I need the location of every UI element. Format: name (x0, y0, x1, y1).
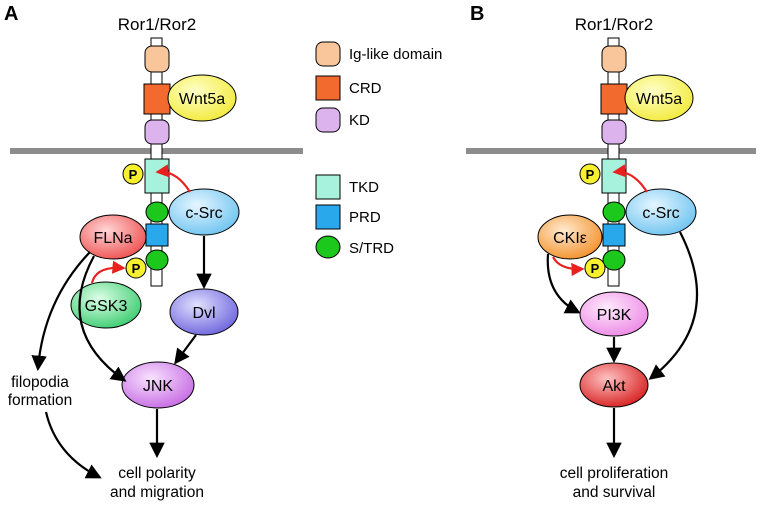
csrc-label-a: c-Src (185, 205, 222, 222)
legend-swatch-crd (315, 75, 341, 101)
phospho-tkd-label-b: P (586, 167, 595, 182)
wnt5a-label-b: Wnt5a (636, 91, 682, 108)
legend-swatch-prd (315, 204, 341, 230)
proliferation-label-line1: cell proliferation (560, 465, 669, 482)
panel-a-letter: A (4, 3, 18, 25)
ckie-node-b (537, 214, 603, 260)
legend-swatch-tkd (315, 174, 341, 200)
proliferation-label-line2: and survival (573, 484, 656, 501)
prd-domain-a (145, 223, 169, 247)
wnt5a-node-a (167, 74, 237, 122)
legend-label-crd: CRD (349, 80, 382, 97)
phospho-strd-label-a: P (132, 261, 141, 276)
panel-b-letter: B (470, 3, 484, 25)
dvl-label-a: Dvl (192, 305, 215, 322)
legend-label-kd: KD (349, 112, 370, 129)
filopodia-polarity-arrow (44, 411, 102, 479)
legend-label-tkd: TKD (349, 179, 379, 196)
csrc-phospho-arrow-b (612, 164, 648, 193)
strd-domain-a-lower (145, 249, 169, 271)
flna-jnk-arrow (78, 255, 127, 382)
crd-domain-a (143, 83, 171, 115)
pi3k-node-b (579, 291, 649, 337)
dvl-jnk-arrow (174, 334, 197, 365)
panel-b: B Ror1/Ror2 Wnt5a P P c-Src CKIε PI3K Ak… (466, 3, 756, 501)
phospho-strd-a (125, 257, 147, 279)
legend-label-strd: S/TRD (349, 240, 394, 257)
csrc-akt-arrow (648, 231, 699, 380)
legend-label-ig-like: Ig-like domain (349, 46, 442, 63)
gsk3-label-a: GSK3 (85, 298, 128, 315)
jnk-label-a: JNK (143, 378, 174, 395)
akt-label-b: Akt (602, 378, 626, 395)
panel-a: A Ror1/Ror2 Wnt5a P P c-Src FLNa GSK3 (4, 3, 303, 501)
flna-label-a: FLNa (93, 230, 132, 247)
csrc-node-b (625, 188, 697, 236)
flna-filopodia-arrow (31, 251, 91, 372)
prd-domain-b (602, 223, 626, 247)
gsk3-node-a (70, 281, 142, 329)
filopodia-label-line2: formation (8, 392, 73, 409)
wnt5a-label-a: Wnt5a (179, 91, 225, 108)
tkd-domain-b (601, 158, 627, 194)
csrc-label-b: c-Src (642, 205, 679, 222)
wnt5a-node-b (624, 74, 694, 122)
gsk3-phospho-arrow-a (90, 260, 126, 284)
phospho-strd-label-b: P (591, 261, 600, 276)
panel-a-title: Ror1/Ror2 (118, 15, 196, 34)
strd-domain-a-upper (145, 201, 169, 223)
crd-domain-b (600, 83, 628, 115)
strd-domain-b-upper (602, 201, 626, 223)
ig-like-domain-a (144, 45, 170, 73)
panel-b-title: Ror1/Ror2 (575, 15, 653, 34)
legend-label-prd: PRD (349, 209, 381, 226)
filopodia-label-line1: filopodia (11, 374, 69, 391)
csrc-phospho-arrow-a (155, 164, 191, 193)
ckie-pi3k-arrow (546, 253, 581, 314)
jnk-node-a (121, 361, 195, 409)
legend-swatch-kd (315, 107, 341, 133)
legend-swatch-strd (315, 235, 341, 259)
ckie-phospho-arrow-b (552, 256, 585, 277)
phospho-tkd-b (579, 163, 601, 185)
strd-domain-b-lower (602, 249, 626, 271)
flna-node-a (79, 214, 147, 260)
phospho-strd-b (584, 257, 606, 279)
phospho-tkd-a (122, 163, 144, 185)
legend: Ig-like domain CRD KD TKD PRD S/TRD (315, 41, 442, 259)
ckie-label-b: CKIε (553, 230, 587, 247)
legend-swatch-ig-like (315, 41, 341, 67)
kd-domain-b (601, 119, 627, 145)
csrc-node-a (168, 188, 240, 236)
pi3k-label-b: PI3K (597, 307, 632, 324)
polarity-label-line1: cell polarity (118, 465, 196, 482)
polarity-label-line2: and migration (110, 484, 204, 501)
kd-domain-a (144, 119, 170, 145)
phospho-tkd-label-a: P (129, 167, 138, 182)
ig-like-domain-b (601, 45, 627, 73)
tkd-domain-a (144, 158, 170, 194)
